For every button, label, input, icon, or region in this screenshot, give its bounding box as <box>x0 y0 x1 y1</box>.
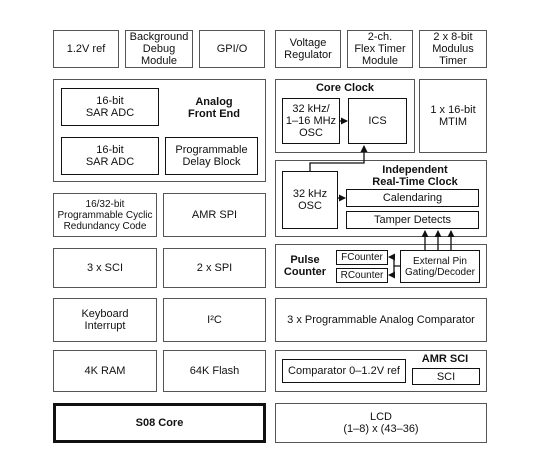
ics-block: ICS <box>348 98 407 144</box>
sar-adc-2-block: 16-bit SAR ADC <box>61 137 159 175</box>
keyboard-interrupt-label: Keyboard Interrupt <box>81 308 129 332</box>
analog-comparator-block: 3 x Programmable Analog Comparator <box>275 298 487 342</box>
ref-1v2-block: 1.2V ref <box>53 30 119 68</box>
amr-sci-sci-label: SCI <box>436 370 456 383</box>
crc-block: 16/32-bit Programmable Cyclic Redundancy… <box>53 193 157 237</box>
analog-comparator-label: 3 x Programmable Analog Comparator <box>287 314 475 326</box>
mtim-block: 1 x 16-bit MTIM <box>419 79 487 153</box>
sar-adc-1-label: 16-bit SAR ADC <box>85 95 135 119</box>
fcounter-label: FCounter <box>341 251 383 263</box>
flex-timer-label: 2-ch. Flex Timer Module <box>354 31 406 67</box>
comparator-ref-block: Comparator 0–1.2V ref <box>282 359 406 383</box>
bdm-label: Background Debug Module <box>129 31 189 67</box>
rtc-title: Independent Real-Time Clock <box>372 164 458 188</box>
fcounter-block: FCounter <box>336 250 388 265</box>
ref-1v2-label: 1.2V ref <box>66 43 106 55</box>
tamper-detects-label: Tamper Detects <box>373 214 452 226</box>
calendaring-label: Calendaring <box>382 192 443 204</box>
s08-core-block: S08 Core <box>53 403 266 443</box>
amr-sci-title: AMR SCI <box>421 353 469 365</box>
rtc-osc-label: 32 kHz OSC <box>292 188 328 212</box>
voltage-regulator-block: Voltage Regulator <box>275 30 341 68</box>
gpio-block: GPI/O <box>199 30 265 68</box>
flex-timer-block: 2-ch. Flex Timer Module <box>347 30 413 68</box>
flash-label: 64K Flash <box>189 365 240 377</box>
core-clock-osc-label: 32 kHz/ 1–16 MHz OSC <box>285 103 337 139</box>
rcounter-label: RCounter <box>340 269 384 281</box>
ics-label: ICS <box>368 115 387 127</box>
amr-spi-label: AMR SPI <box>191 209 238 221</box>
comparator-ref-label: Comparator 0–1.2V ref <box>288 365 400 377</box>
bdm-block: Background Debug Module <box>125 30 193 68</box>
delay-block-label: Programmable Delay Block <box>175 144 248 168</box>
delay-block: Programmable Delay Block <box>165 137 258 175</box>
spi-block: 2 x SPI <box>163 248 266 288</box>
gating-decoder-label: External Pin Gating/Decoder <box>404 255 476 278</box>
sci-block: 3 x SCI <box>53 248 157 288</box>
core-clock-title: Core Clock <box>315 82 375 94</box>
crc-label: 16/32-bit Programmable Cyclic Redundancy… <box>57 198 153 232</box>
tamper-detects-block: Tamper Detects <box>346 211 479 229</box>
modulus-timer-label: 2 x 8-bit Modulus Timer <box>432 31 474 67</box>
modulus-timer-block: 2 x 8-bit Modulus Timer <box>419 30 487 68</box>
rcounter-block: RCounter <box>336 268 388 283</box>
lcd-block: LCD (1–8) x (43–36) <box>275 403 487 443</box>
sci-label: 3 x SCI <box>86 262 124 274</box>
ram-label: 4K RAM <box>84 365 126 377</box>
amr-spi-block: AMR SPI <box>163 193 266 237</box>
gpio-label: GPI/O <box>216 43 248 55</box>
rtc-osc-block: 32 kHz OSC <box>282 171 338 229</box>
flash-block: 64K Flash <box>163 350 266 392</box>
i2c-block: I²C <box>163 298 266 342</box>
sar-adc-2-label: 16-bit SAR ADC <box>85 144 135 168</box>
pulse-counter-title: Pulse Counter <box>283 254 327 278</box>
i2c-label: I²C <box>207 314 222 326</box>
voltage-regulator-label: Voltage Regulator <box>284 37 332 61</box>
keyboard-interrupt-block: Keyboard Interrupt <box>53 298 157 342</box>
calendaring-block: Calendaring <box>346 189 479 207</box>
amr-sci-sci-block: SCI <box>412 368 480 385</box>
ram-block: 4K RAM <box>53 350 157 392</box>
gating-decoder-block: External Pin Gating/Decoder <box>400 250 480 283</box>
s08-core-label: S08 Core <box>135 417 184 429</box>
analog-front-end-title: Analog Front End <box>188 96 240 120</box>
spi-label: 2 x SPI <box>196 262 233 274</box>
core-clock-osc-block: 32 kHz/ 1–16 MHz OSC <box>282 98 340 144</box>
lcd-label: LCD (1–8) x (43–36) <box>343 411 419 435</box>
sar-adc-1-block: 16-bit SAR ADC <box>61 88 159 126</box>
mtim-label: 1 x 16-bit MTIM <box>430 104 476 128</box>
